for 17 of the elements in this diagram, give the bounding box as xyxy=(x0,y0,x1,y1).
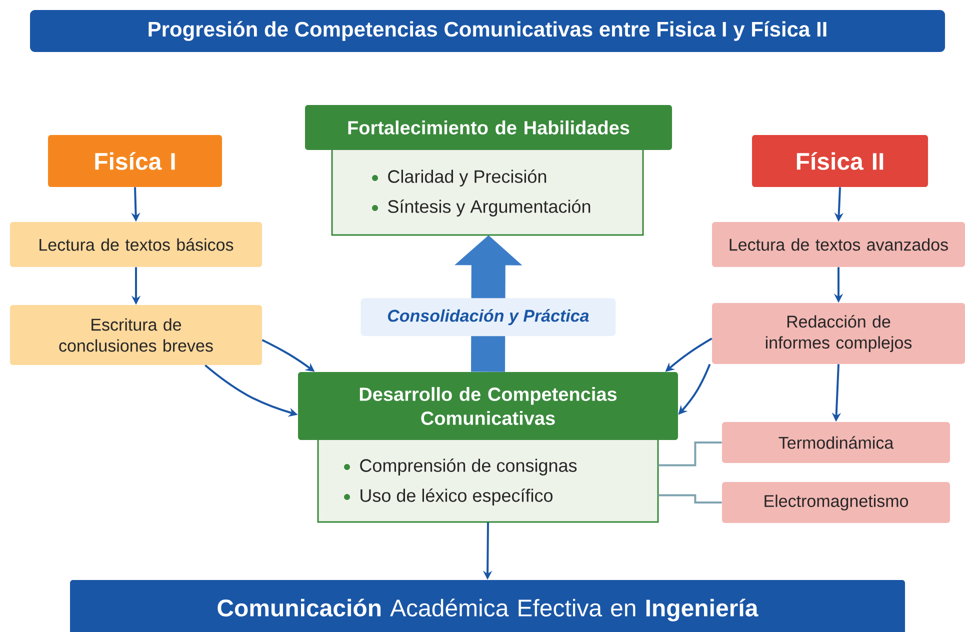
step-box: Redacción de informes complejos xyxy=(712,303,965,364)
node-label: Fortalecimiento de Habilidades xyxy=(348,120,630,134)
topic-box: Termodinámica xyxy=(722,422,950,463)
connector-line xyxy=(658,494,722,504)
course-box: Fisíca I xyxy=(48,135,222,187)
edge-label: Consolidación y Práctica xyxy=(360,298,616,336)
title-banner: Progresión de Competencias Comunicativas entre Fisica I y Física II xyxy=(30,10,946,52)
step-box: Lectura de textos básicos xyxy=(10,222,262,267)
node-label: Desarrollo de Competencias Comunicativas xyxy=(360,387,617,425)
step-box: Escritura de conclusiones breves xyxy=(10,305,262,365)
connector-line xyxy=(658,442,722,466)
topic-box: Electromagnetismo xyxy=(722,482,950,523)
skill-card: Fortalecimiento de Habilidades Claridad y Precisión Síntesis y Argumentación xyxy=(305,105,672,236)
skill-card: Desarrollo de Competencias Comunicativas Comprensión de consignas Uso de léxico específico xyxy=(298,372,678,523)
result-banner: Comunicación Académica Efectiva en Ingeniería xyxy=(70,580,905,632)
course-box: Física II xyxy=(752,135,928,187)
step-box: Lectura de textos avanzados xyxy=(712,222,965,267)
